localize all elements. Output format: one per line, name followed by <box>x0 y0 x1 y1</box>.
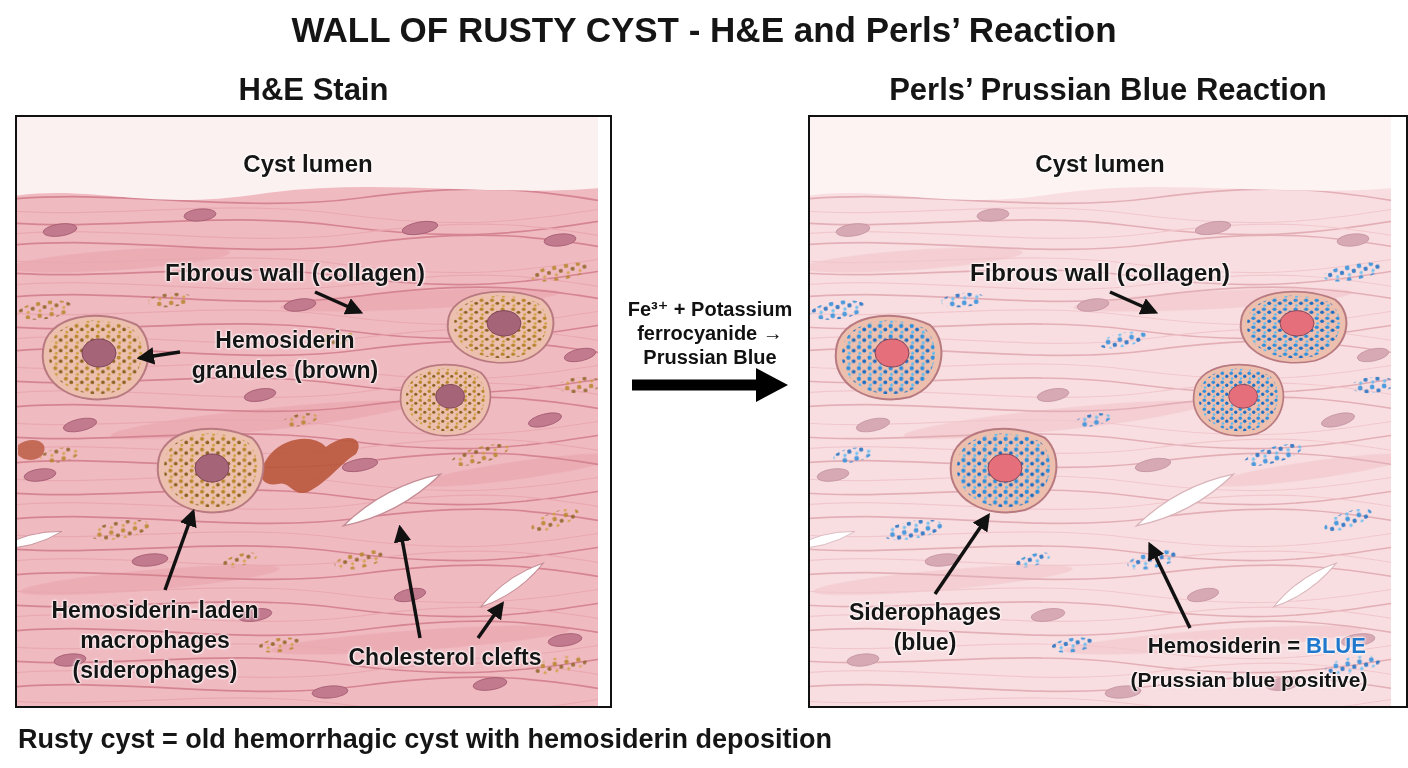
callout-label: Cyst lumen <box>1000 148 1200 179</box>
panel-heading: Perls’ Prussian Blue Reaction <box>808 70 1408 110</box>
callout-label: Hemosiderin granules (brown) <box>180 326 390 386</box>
callout-label: (Prussian blue positive) <box>1108 666 1390 693</box>
cyst-lumen <box>810 117 1391 200</box>
callout-label: Hemosiderin-laden macrophages (sideropha… <box>40 596 270 686</box>
perls-tissue <box>810 117 1391 706</box>
panel-heading: H&E Stain <box>15 70 612 110</box>
arrow-shaft <box>632 380 758 391</box>
leader-arrows <box>140 292 1190 638</box>
diagram-title: WALL OF RUSTY CYST - H&E and Perls’ Reac… <box>0 8 1408 52</box>
callout-label: Hemosiderin = <box>1100 632 1300 661</box>
callout-label: Fibrous wall (collagen) <box>150 257 440 288</box>
he-tissue <box>17 117 598 706</box>
hemorrhage <box>261 438 359 493</box>
callout-label: Siderophages (blue) <box>840 598 1010 658</box>
callout-label: Fibrous wall (collagen) <box>955 257 1245 288</box>
callout-label: Cyst lumen <box>208 148 408 179</box>
reaction-arrow <box>632 368 788 402</box>
arrow-head <box>756 368 788 402</box>
edge-label: Fe³⁺ + Potassium ferrocyanide → Prussian… <box>617 297 803 369</box>
cyst-lumen <box>17 117 598 200</box>
siderophage-cells <box>810 259 1391 678</box>
callout-label: BLUE <box>1306 632 1386 661</box>
callout-label: Cholesterol clefts <box>335 643 555 673</box>
diagram-caption: Rusty cyst = old hemorrhagic cyst with h… <box>18 722 832 756</box>
